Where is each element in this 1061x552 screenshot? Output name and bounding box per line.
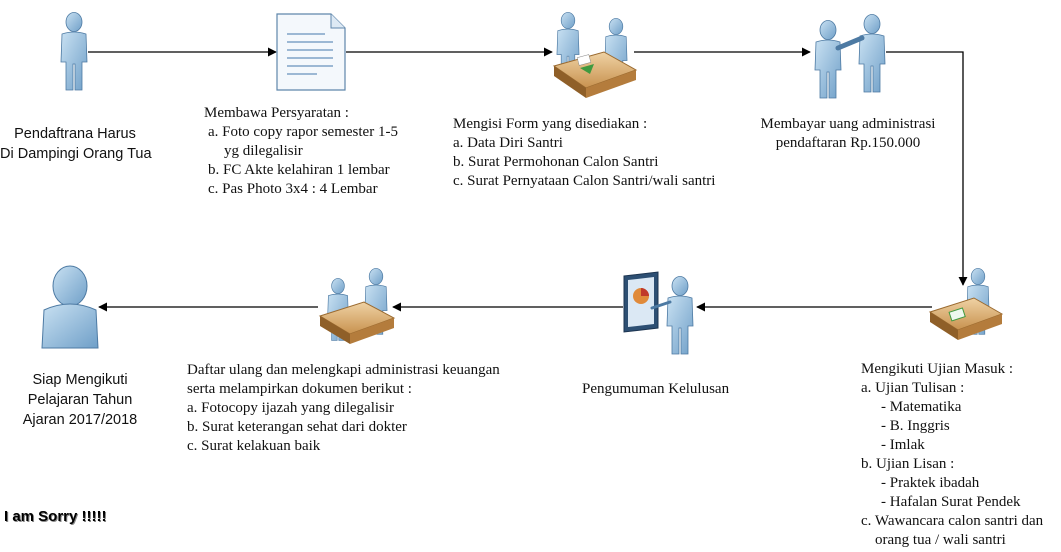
step5-item: b. Ujian Lisan : xyxy=(861,456,955,472)
step3-item: b. Surat Permohonan Calon Santri xyxy=(453,154,659,170)
step5-item: - Imlak xyxy=(881,437,925,453)
step3-item: a. Data Diri Santri xyxy=(453,135,563,151)
step3-item: c. Surat Pernyataan Calon Santri/wali sa… xyxy=(453,173,716,189)
step8-line: Ajaran 2017/2018 xyxy=(22,412,138,428)
step4-line: pendaftaran Rp.150.000 xyxy=(775,135,921,151)
step5-item: - Praktek ibadah xyxy=(881,475,980,491)
step2-label: Membawa Persyaratan : a. Foto copy rapor… xyxy=(204,104,398,199)
user-bust-icon xyxy=(41,265,99,349)
footer-note: I am Sorry !!!!! xyxy=(4,508,107,525)
step2-item: a. Foto copy rapor semester 1-5 xyxy=(208,124,398,140)
presentation-board-icon xyxy=(623,271,694,355)
step2-title: Membawa Persyaratan : xyxy=(204,105,349,121)
step4-label: Membayar uang administrasi pendaftaran R… xyxy=(748,115,948,153)
person-writing-icon xyxy=(928,268,1004,340)
person-at-desk-icon xyxy=(318,268,396,344)
step2-item: yg dilegalisir xyxy=(224,143,303,159)
step5-label: Mengikuti Ujian Masuk : a. Ujian Tulisan… xyxy=(861,360,1043,550)
step7-item: a. Fotocopy ijazah yang dilegalisir xyxy=(187,400,395,416)
step2-item: c. Pas Photo 3x4 : 4 Lembar xyxy=(208,181,378,197)
step5-item: a. Ujian Tulisan : xyxy=(861,380,965,396)
step6-line: Pengumuman Kelulusan xyxy=(582,381,730,397)
step5-item: - Matematika xyxy=(881,399,962,415)
step3-title: Mengisi Form yang disediakan : xyxy=(453,116,648,132)
step5-title: Mengikuti Ujian Masuk : xyxy=(861,361,1014,377)
step5-item: c. Wawancara calon santri dan xyxy=(861,513,1044,529)
step5-item: - Hafalan Surat Pendek xyxy=(881,494,1021,510)
step4-line: Membayar uang administrasi xyxy=(760,116,936,132)
person-icon xyxy=(60,12,88,91)
document-icon xyxy=(276,13,346,91)
step7-label: Daftar ulang dan melengkapi administrasi… xyxy=(187,361,500,456)
connector-lines xyxy=(88,47,968,312)
step5-item: - B. Inggris xyxy=(881,418,950,434)
step7-subtitle: serta melampirkan dokumen berikut : xyxy=(187,381,412,397)
step1-line: Di Dampingi Orang Tua xyxy=(0,146,152,162)
step1-line: Pendaftrana Harus xyxy=(14,126,136,142)
step7-item: c. Surat kelakuan baik xyxy=(187,438,321,454)
step6-label: Pengumuman Kelulusan xyxy=(582,380,729,399)
step8-line: Pelajaran Tahun xyxy=(27,392,133,408)
step8-line: Siap Mengikuti xyxy=(32,372,128,388)
arrow-4-5 xyxy=(886,51,968,286)
step3-label: Mengisi Form yang disediakan : a. Data D… xyxy=(453,115,715,191)
step7-item: b. Surat keterangan sehat dari dokter xyxy=(187,419,407,435)
step5-item: orang tua / wali santri xyxy=(875,532,1006,548)
step1-label: Pendaftrana Harus Di Dampingi Orang Tua xyxy=(0,124,152,164)
step2-item: b. FC Akte kelahiran 1 lembar xyxy=(208,162,390,178)
handshake-icon xyxy=(814,14,886,99)
people-at-desk-icon xyxy=(552,12,638,98)
step7-title: Daftar ulang dan melengkapi administrasi… xyxy=(187,362,500,378)
step8-label: Siap Mengikuti Pelajaran Tahun Ajaran 20… xyxy=(10,370,150,430)
